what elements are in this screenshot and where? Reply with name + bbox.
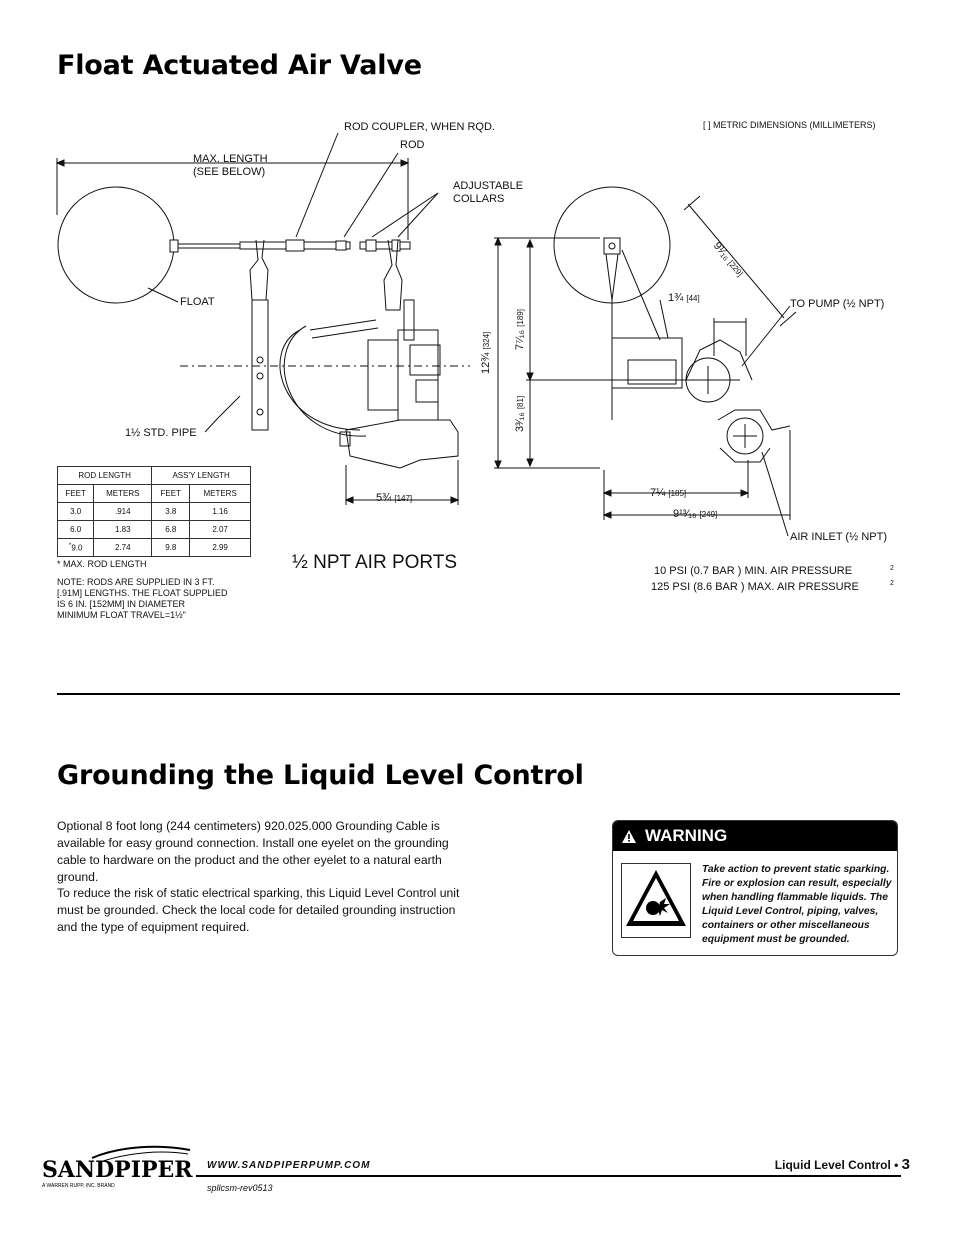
warning-header: WARNING bbox=[613, 821, 897, 851]
table-row: 3.0 .914 3.8 1.16 bbox=[56, 502, 251, 521]
std-pipe-label: 1½ STD. PIPE bbox=[125, 427, 197, 439]
table-cell: 1.16 bbox=[189, 502, 251, 521]
table-row: *9.0 2.74 9.8 2.99 bbox=[56, 538, 251, 557]
warning-box: WARNING Take action to prevent static sp… bbox=[612, 820, 898, 956]
table-column-header: METERS bbox=[189, 484, 251, 503]
adjustable-collars-label: ADJUSTABLE COLLARS bbox=[453, 180, 524, 205]
dim-7-1-4: 7¼ [185] bbox=[650, 487, 687, 499]
dim-12-3-4: 12¾ [324] bbox=[480, 331, 492, 374]
table-cell: 2.74 bbox=[93, 538, 153, 557]
footnote-mark: 2 bbox=[890, 565, 894, 572]
table-column-header: FEET bbox=[151, 484, 191, 503]
document-code: spllcsm-rev0513 bbox=[207, 1183, 273, 1193]
footnote-mark: 2 bbox=[890, 580, 894, 587]
table-cell: 6.0 bbox=[56, 520, 95, 539]
dim-7-7-16: 7⁷⁄₁₆ [189] bbox=[514, 309, 526, 350]
section-title-float-valve: Float Actuated Air Valve bbox=[57, 50, 422, 81]
svg-text:A WARREN RUPP, INC. BRAND: A WARREN RUPP, INC. BRAND bbox=[42, 1183, 115, 1189]
rod-length-table: ROD LENGTH ASS'Y LENGTH FEET METERS FEET… bbox=[56, 466, 251, 557]
rod-note: NOTE: RODS ARE SUPPLIED IN 3 FT. [.91M] … bbox=[57, 577, 228, 620]
grounding-paragraph-1: Optional 8 foot long (244 centimeters) 9… bbox=[57, 819, 449, 884]
table-cell: 9.8 bbox=[151, 538, 191, 557]
dim-1-3-4: 1¾ [44] bbox=[668, 292, 700, 304]
metric-note: [ ] METRIC DIMENSIONS (MILLIMETERS) bbox=[703, 120, 876, 130]
warning-triangle-icon bbox=[622, 829, 636, 843]
table-footnote: * MAX. ROD LENGTH bbox=[57, 559, 147, 569]
explosion-hazard-icon bbox=[621, 863, 691, 938]
sandpiper-logo: SANDPIPER A WARREN RUPP, INC. BRAND bbox=[40, 1144, 196, 1197]
dim-9-13-16: 9¹³⁄₁₆ [249] bbox=[673, 508, 718, 520]
table-row: 6.0 1.83 6.8 2.07 bbox=[56, 520, 251, 539]
table-cell: 2.07 bbox=[189, 520, 251, 539]
section-title-grounding: Grounding the Liquid Level Control bbox=[57, 760, 584, 791]
dim-5-3-4: 5¾ [147] bbox=[376, 492, 413, 504]
table-group-header: ASS'Y LENGTH bbox=[151, 466, 251, 485]
table-column-header: FEET bbox=[56, 484, 95, 503]
npt-air-ports-label: ½ NPT AIR PORTS bbox=[292, 552, 458, 573]
table-column-header: METERS bbox=[93, 484, 153, 503]
table-group-header: ROD LENGTH bbox=[56, 466, 153, 485]
page-number: Liquid Level Control • 3 bbox=[774, 1156, 910, 1173]
float-valve-diagram bbox=[55, 132, 797, 537]
footer-rule bbox=[196, 1175, 901, 1177]
rod-coupler-label: ROD COUPLER, WHEN RQD. bbox=[344, 121, 495, 133]
min-pressure: 10 PSI (0.7 BAR ) MIN. AIR PRESSURE bbox=[654, 565, 853, 577]
to-pump-label: TO PUMP (½ NPT) bbox=[790, 298, 885, 310]
table-cell: 3.0 bbox=[56, 502, 95, 521]
grounding-paragraph-2: To reduce the risk of static electrical … bbox=[57, 886, 460, 934]
website-link[interactable]: WWW.SANDPIPERPUMP.COM bbox=[207, 1160, 371, 1171]
warning-title: WARNING bbox=[645, 826, 728, 845]
float-label: FLOAT bbox=[180, 296, 215, 308]
max-pressure: 125 PSI (8.6 BAR ) MAX. AIR PRESSURE bbox=[651, 581, 859, 593]
table-cell: 1.83 bbox=[93, 520, 153, 539]
table-cell: *9.0 bbox=[56, 538, 95, 557]
max-length-label: MAX. LENGTH (SEE BELOW) bbox=[193, 153, 268, 178]
table-cell: 6.8 bbox=[151, 520, 191, 539]
svg-text:SANDPIPER: SANDPIPER bbox=[42, 1157, 193, 1183]
warning-text: Take action to prevent static sparking. … bbox=[702, 864, 892, 945]
table-cell: .914 bbox=[93, 502, 153, 521]
table-cell: 2.99 bbox=[189, 538, 251, 557]
dim-3-3-16: 3³⁄₁₆ [81] bbox=[514, 395, 526, 432]
max-rod-mark: * bbox=[68, 542, 72, 550]
rod-label: ROD bbox=[400, 139, 425, 151]
air-inlet-label: AIR INLET (½ NPT) bbox=[790, 531, 887, 543]
table-cell: 3.8 bbox=[151, 502, 191, 521]
section-divider bbox=[57, 693, 900, 695]
